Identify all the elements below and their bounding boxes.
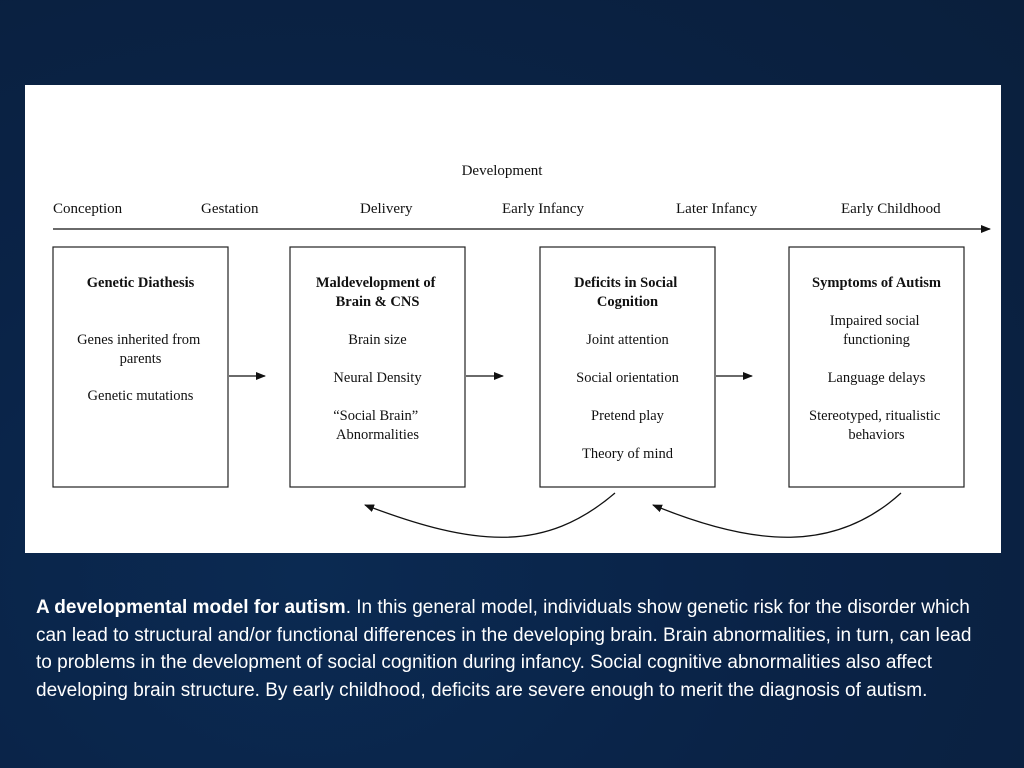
caption-text: . In this general model, individuals sho… <box>36 597 972 701</box>
box-item: Theory of mind <box>582 446 674 462</box>
box-title: Maldevelopment of <box>316 275 436 291</box>
box-deficits-social-cognition: Deficits in Social Cognition Joint atten… <box>539 246 716 488</box>
stage-label-early-infancy: Early Infancy <box>502 201 585 217</box>
box-item: Impaired social <box>830 313 920 329</box>
box-item: functioning <box>843 332 910 348</box>
box-title: Deficits in Social <box>574 275 677 291</box>
box-item: Genes inherited from <box>77 332 201 348</box>
box-item: Stereotyped, ritualistic <box>809 408 940 424</box>
box-item: Genetic mutations <box>88 388 194 404</box>
feedback-arrow-symptoms-to-cognition <box>652 492 902 538</box>
figure-panel: Development Conception Gestation Deliver… <box>25 85 1001 553</box>
box-title: Symptoms of Autism <box>812 275 941 291</box>
svg-text:Pretend play: Pretend play <box>591 408 665 424</box>
developmental-model-diagram: Development Conception Gestation Deliver… <box>52 163 991 538</box>
svg-text:Stereotyped, ritualistic: Stereotyped, ritualistic behaviors <box>809 408 944 443</box>
box-title: Genetic Diathesis <box>87 275 195 291</box>
feedback-arrow-cognition-to-brain <box>364 492 616 538</box>
caption-title: A developmental model for autism <box>36 597 346 618</box>
box-symptoms-of-autism: Symptoms of Autism Impaired social funct… <box>788 246 965 488</box>
box-item: “Social Brain” <box>333 408 418 424</box>
stage-label-gestation: Gestation <box>201 201 259 217</box>
box-item: Brain size <box>348 332 406 348</box>
stage-label-delivery: Delivery <box>360 201 413 217</box>
svg-text:“Social Brain” Abnorma: “Social Brain” Abnormalities <box>333 408 422 443</box>
box-item: parents <box>120 351 162 367</box>
svg-text:Impaired social functi: Impaired social functioning <box>830 313 923 348</box>
svg-text:Brain size: Brain size <box>348 332 406 348</box>
svg-text:Maldevelopment of Brai: Maldevelopment of Brain & CNS <box>316 275 439 310</box>
svg-text:Deficits in Social Cog: Deficits in Social Cognition <box>574 275 681 310</box>
svg-text:Joint attention: Joint attention <box>586 332 669 348</box>
svg-text:Symptoms of Autism: Symptoms of Autism <box>812 275 941 291</box>
box-item: Joint attention <box>586 332 669 348</box>
box-item: Language delays <box>828 370 926 386</box>
svg-text:Genetic Diathesis: Genetic Diathesis <box>87 275 195 291</box>
stage-label-early-childhood: Early Childhood <box>841 201 941 217</box>
box-item: Abnormalities <box>336 427 419 443</box>
svg-text:Neural Density: Neural Density <box>333 370 422 386</box>
figure-caption: A developmental model for autism. In thi… <box>36 594 991 704</box>
svg-text:Social orientation: Social orientation <box>576 370 679 386</box>
box-maldevelopment-brain-cns: Maldevelopment of Brain & CNS Brain size… <box>289 246 466 488</box>
stage-label-later-infancy: Later Infancy <box>676 201 758 217</box>
box-item: Neural Density <box>333 370 422 386</box>
box-item: Social orientation <box>576 370 679 386</box>
svg-text:Genetic mutations: Genetic mutations <box>88 388 194 404</box>
box-title: Cognition <box>597 294 658 310</box>
box-genetic-diathesis: Genetic Diathesis Genes inherited from p… <box>52 246 229 488</box>
development-label: Development <box>462 163 544 179</box>
box-item: Pretend play <box>591 408 665 424</box>
svg-text:Genes inherited from p: Genes inherited from parents <box>77 332 204 367</box>
box-title: Brain & CNS <box>336 294 420 310</box>
stage-label-conception: Conception <box>53 201 123 217</box>
svg-text:Theory of mind: Theory of mind <box>582 446 674 462</box>
box-item: behaviors <box>848 427 905 443</box>
svg-text:Language delays: Language delays <box>828 370 926 386</box>
